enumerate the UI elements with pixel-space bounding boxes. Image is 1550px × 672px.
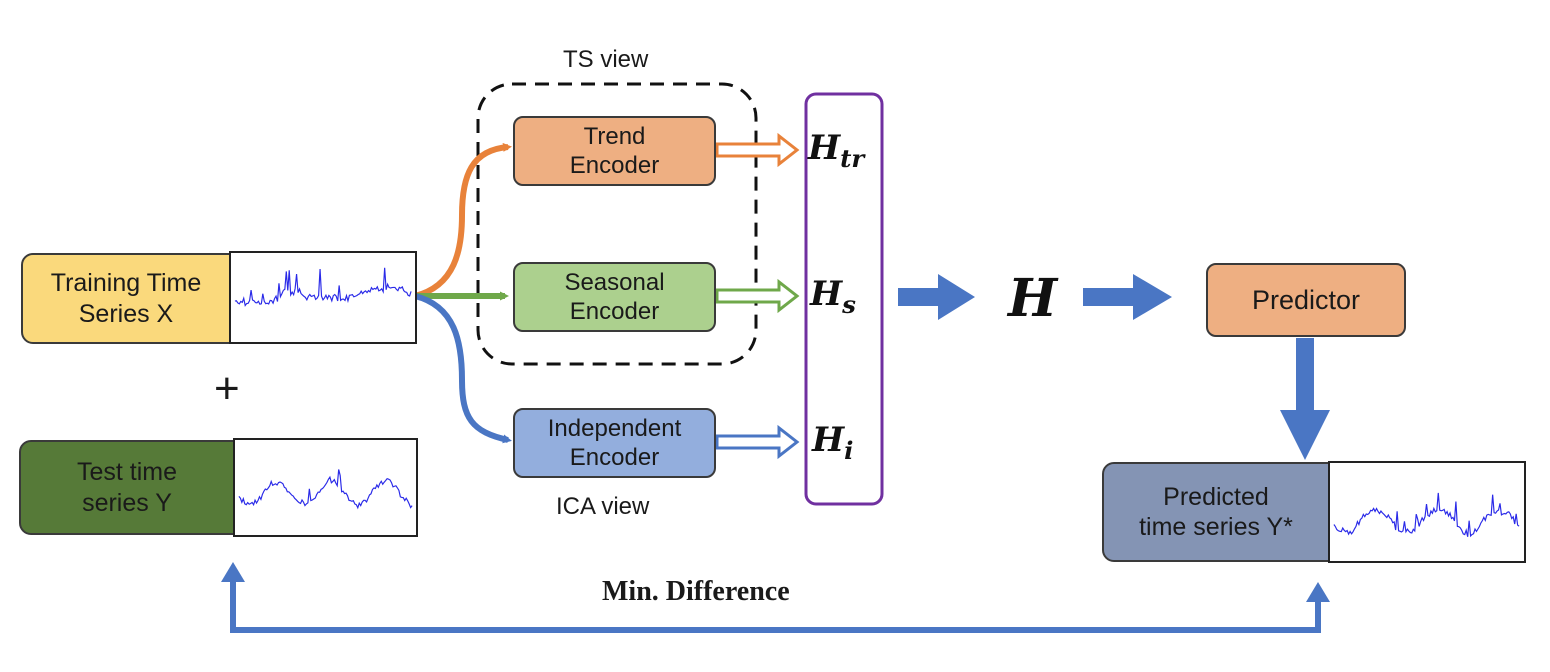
predictor-to-output-arrow [1280,338,1330,460]
h-s-base: H [810,274,843,314]
representation-concat-box [804,92,884,506]
test-series-line [238,469,413,510]
independent-branch-arrow [414,293,512,444]
min-difference-label: Min. Difference [602,576,790,607]
training-series-label: Training Time Series X [21,253,231,344]
h-s-symbol: Hs [810,274,856,319]
ts-view-label: TS view [563,46,649,73]
independent-encoder: Independent Encoder [513,408,716,478]
h-symbol: H [1008,268,1058,329]
h-s-subscript: s [842,289,856,319]
h-tr-symbol: Htr [808,128,864,173]
trend-branch-arrow [414,142,512,299]
h-i-subscript: i [844,435,854,465]
predicted-series-line [1333,492,1520,538]
training-series-line [234,267,412,307]
predicted-series-label: Predicted time series Y* [1102,462,1330,562]
test-series-label: Test time series Y [19,440,235,535]
predicted-series-plot [1328,461,1526,563]
training-series-plot [229,251,417,344]
plus-sign: + [214,364,240,413]
test-series-plot [233,438,418,537]
independent-output-arrow [715,424,800,460]
concat-to-h-arrow [898,274,975,320]
ts-view-region [476,82,758,366]
output-arrowhead [1306,582,1330,602]
h-to-predictor-arrow [1083,274,1172,320]
h-i-symbol: Hi [812,420,853,465]
test-arrowhead [221,562,245,582]
predictor: Predictor [1206,263,1406,337]
h-tr-subscript: tr [840,143,865,173]
h-i-base: H [812,420,845,460]
h-tr-base: H [808,128,841,168]
trend-output-arrow [715,132,800,168]
seasonal-output-arrow [715,278,800,314]
trend-encoder: Trend Encoder [513,116,716,186]
ica-view-label: ICA view [556,493,650,520]
min-difference-connector [230,576,1321,633]
seasonal-encoder: Seasonal Encoder [513,262,716,332]
